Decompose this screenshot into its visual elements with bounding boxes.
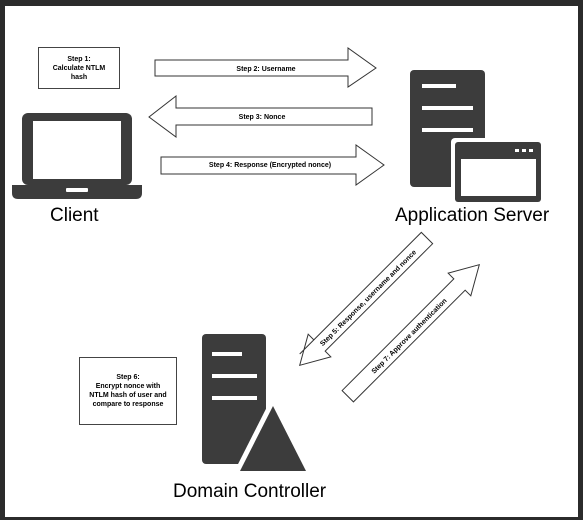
step2-label: Step 2: Username (236, 66, 295, 73)
step4-arrow: Step 4: Response (Encrypted nonce) (160, 144, 385, 186)
step1-note: Step 1: Calculate NTLM hash (38, 47, 120, 89)
step1-title: Step 1: (67, 55, 91, 63)
step6-line: compare to response (92, 401, 164, 408)
server-label: Application Server (395, 205, 550, 226)
client-label: Client (50, 205, 99, 226)
laptop-icon (12, 113, 142, 199)
step4-label: Step 4: Response (Encrypted nonce) (209, 162, 331, 169)
step1-line: Calculate NTLM (52, 64, 106, 72)
step3-label: Step 3: Nonce (239, 114, 286, 121)
step1-line: hash (70, 73, 88, 81)
dc-label: Domain Controller (173, 481, 327, 502)
step6-line: Encrypt nonce with (95, 383, 161, 390)
step6-line: NTLM hash of user and (89, 392, 167, 399)
step5-arrow: Step 5: Response, username and nonce (298, 231, 434, 367)
step6-note: Step 6: Encrypt nonce with NTLM hash of … (79, 357, 177, 425)
step2-arrow: Step 2: Username (154, 47, 377, 88)
server-warning-icon (202, 334, 314, 476)
step7-label: Step 7: Approve authentication (371, 298, 449, 376)
step6-title: Step 6: (116, 374, 140, 381)
step7-arrow: Step 7: Approve authentication (341, 263, 481, 403)
step3-arrow: Step 3: Nonce (148, 94, 373, 138)
browser-window-icon (451, 138, 547, 206)
